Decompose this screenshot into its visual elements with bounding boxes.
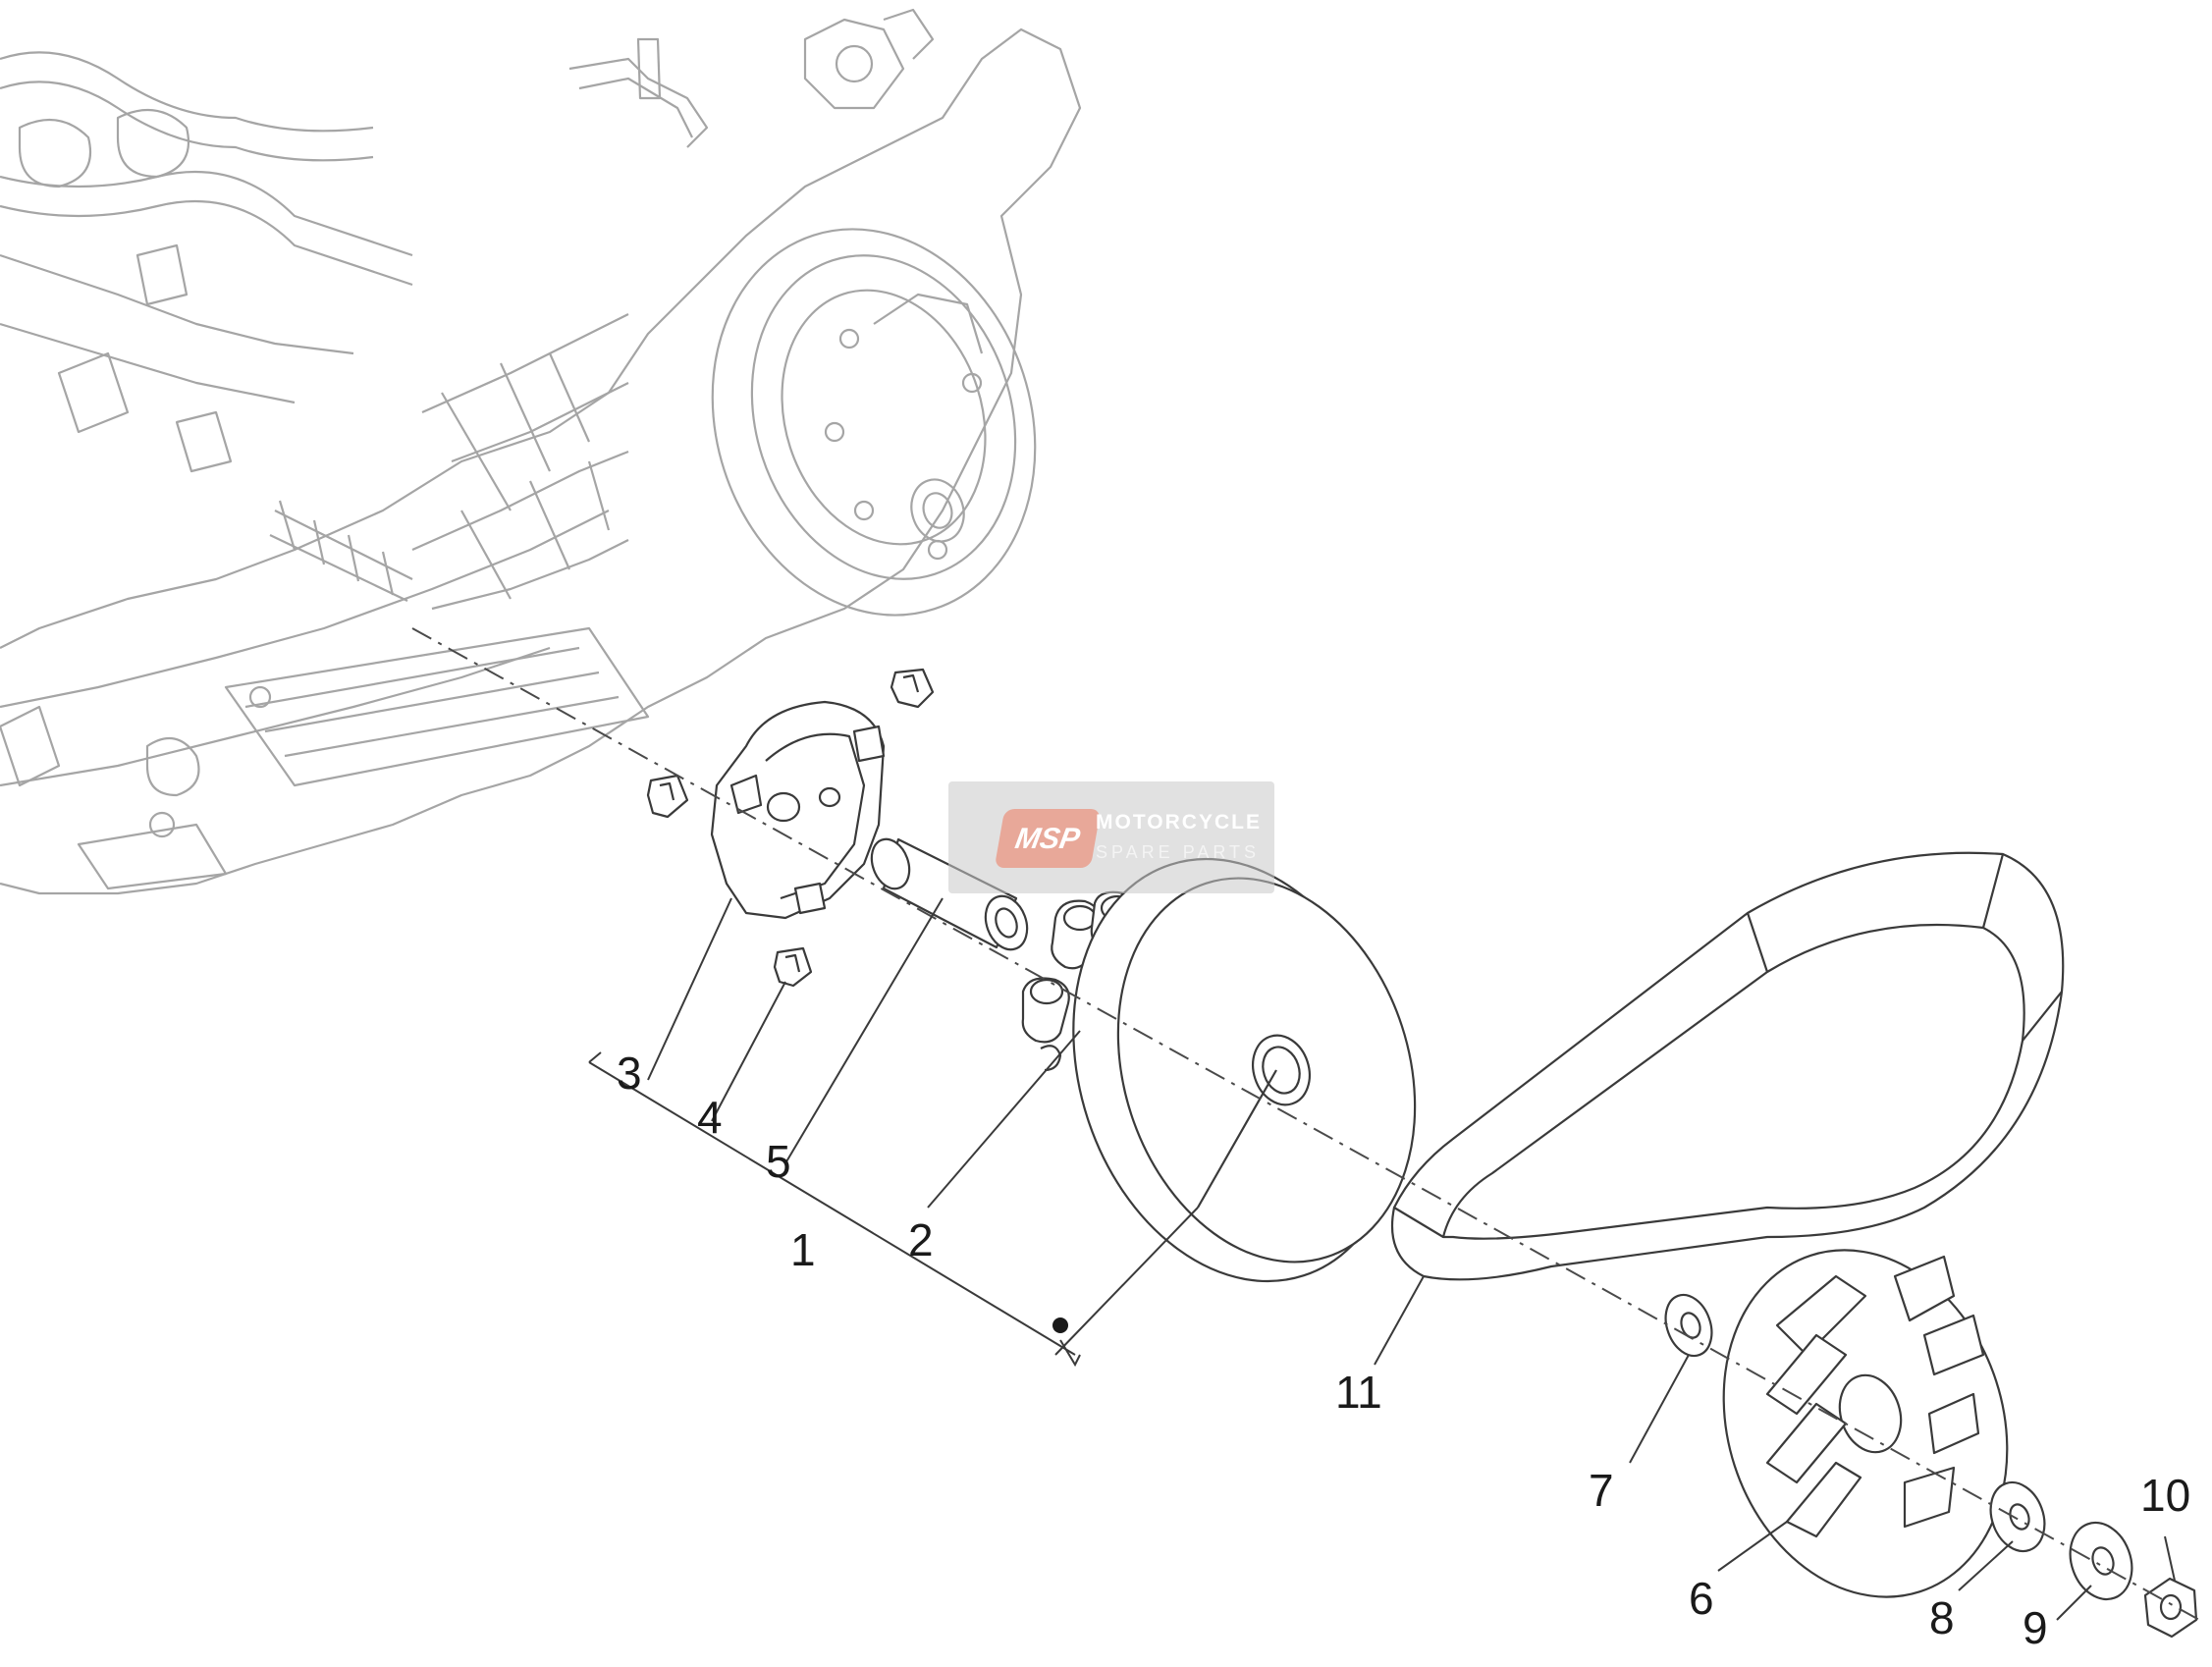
msp-logo-text: MSP <box>1012 823 1083 855</box>
hex-nut <box>2143 1577 2198 1639</box>
callout-10: 10 <box>2140 1470 2191 1521</box>
callout-4: 4 <box>697 1092 723 1143</box>
callout-11: 11 <box>1335 1367 1382 1418</box>
watermark-line2: SPARE PARTS <box>1096 842 1261 862</box>
msp-logo: MSP <box>994 809 1102 868</box>
callout-6: 6 <box>1689 1573 1714 1624</box>
callout-5: 5 <box>766 1136 791 1187</box>
set-marker-dot <box>1052 1317 1068 1333</box>
washer-9 <box>2069 1521 2133 1601</box>
washer-8 <box>1989 1480 2046 1553</box>
variator-pulley <box>1072 857 1417 1283</box>
callout-8: 8 <box>1929 1592 1955 1643</box>
slider-guides <box>646 668 935 988</box>
parts-group <box>646 668 2198 1639</box>
washer <box>1664 1293 1713 1358</box>
callout-7: 7 <box>1589 1465 1614 1516</box>
callout-9: 9 <box>2023 1602 2048 1653</box>
engine-assembly <box>0 8 1082 895</box>
watermark-badge: MSP MOTORCYCLE SPARE PARTS <box>948 781 1274 893</box>
assembly-axis-line <box>411 627 2200 1621</box>
bushing-sleeve <box>870 837 1029 951</box>
ramp-plate <box>710 700 886 920</box>
drive-belt <box>1390 851 2065 1281</box>
watermark-line1: MOTORCYCLE <box>1096 811 1262 834</box>
callout-3: 3 <box>617 1048 642 1099</box>
callout-1: 1 <box>790 1224 816 1275</box>
callout-2: 2 <box>908 1214 934 1265</box>
fan-pulley <box>1722 1249 2009 1598</box>
leader-lines <box>588 897 2176 1621</box>
